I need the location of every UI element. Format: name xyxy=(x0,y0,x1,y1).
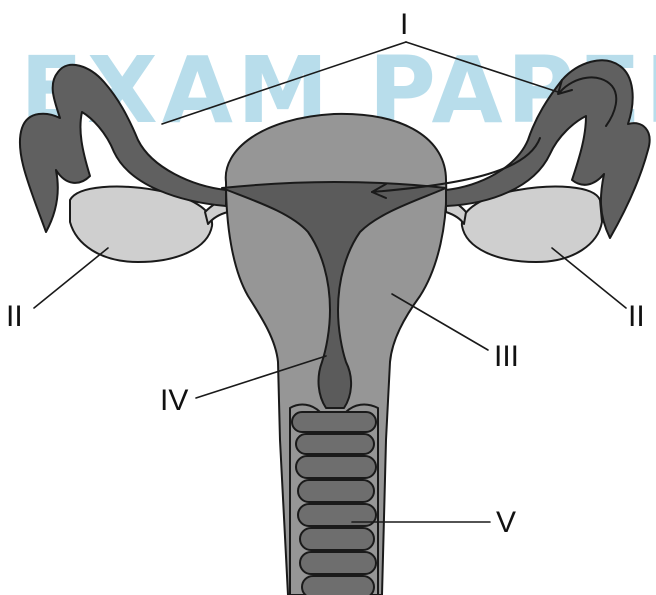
label-cervix: IV xyxy=(160,384,188,417)
label-ovary-right: II xyxy=(628,300,645,333)
label-uterus-wall: III xyxy=(494,340,519,373)
label-vagina: V xyxy=(496,506,516,539)
leader-II-left xyxy=(34,248,108,308)
anatomy-drawing xyxy=(20,42,650,595)
label-ovary-left: II xyxy=(6,300,23,333)
label-fallopian-tube: I xyxy=(400,8,408,41)
leader-III xyxy=(392,294,488,350)
leader-II-right xyxy=(552,248,626,308)
